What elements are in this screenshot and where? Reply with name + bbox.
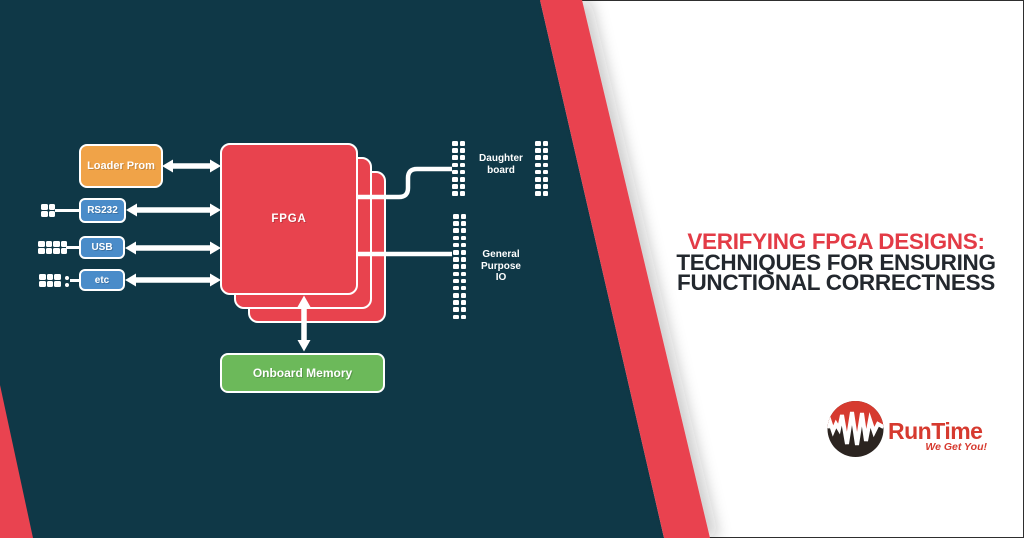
daughter-board-label-line1: Daughter (479, 153, 523, 164)
daughter-board-header-right (535, 141, 548, 196)
etc-connector-dots-icon (65, 276, 69, 287)
headline-line2: TECHNIQUES FOR ENSURING (676, 249, 996, 275)
rs232-box: RS232 (79, 198, 126, 223)
runtime-logo-tagline: We Get You! (925, 441, 987, 453)
gpio-label-line2: Purpose (480, 260, 521, 272)
headline: VERIFYING FPGA DESIGNS: TECHNIQUES FOR E… (660, 229, 1012, 295)
daughter-board-label: Daughter board (470, 153, 532, 176)
loader-prom-box: Loader Prom (79, 144, 163, 188)
fpga-label: FPGA (271, 213, 307, 225)
fpga-block-diagram: Loader Prom RS232 USB etc FPGA Onboard M… (0, 0, 660, 538)
usb-label: USB (91, 242, 113, 253)
arrowhead (210, 273, 221, 287)
fpga-box: FPGA (220, 143, 358, 295)
gpio-label-line1: General (482, 249, 520, 260)
arrowhead (210, 203, 221, 217)
gpio-label-line3: IO (495, 272, 507, 283)
etc-box: etc (79, 269, 125, 291)
headline-line1: VERIFYING FPGA DESIGNS: (687, 229, 985, 254)
arrowhead (126, 203, 137, 217)
arrowhead (162, 159, 173, 173)
corner-red-wedge (0, 385, 33, 538)
onboard-memory-label: Onboard Memory (252, 366, 353, 380)
loader-prom-label: Loader Prom (87, 160, 155, 172)
usb-connector-wire (66, 246, 81, 249)
etc-connector-icon (39, 274, 61, 287)
arrowhead (210, 241, 221, 255)
diagram-wires (0, 0, 660, 538)
runtime-logo: RunTime We Get You! (826, 398, 998, 464)
gpio-header (453, 214, 466, 320)
etc-connector-wire (70, 279, 81, 282)
runtime-logo-icon (827, 401, 884, 457)
usb-connector-icon (38, 241, 67, 254)
daughter-board-header-left (452, 141, 465, 196)
gpio-label: General Purpose IO (468, 249, 534, 284)
diagonal-red-stripe (540, 0, 710, 538)
arrowhead (125, 273, 136, 287)
headline-line3: FUNCTIONAL CORRECTNESS (677, 270, 995, 295)
arrowhead (297, 340, 311, 352)
arrowhead (125, 241, 136, 255)
runtime-logo-name: RunTime (888, 418, 983, 444)
etc-label: etc (94, 274, 110, 286)
arrowhead (210, 159, 221, 173)
onboard-memory-box: Onboard Memory (220, 353, 385, 393)
arrowhead (297, 295, 311, 307)
daughter-board-label-line2: board (487, 164, 515, 176)
rs232-connector-wire (55, 209, 81, 212)
rs232-connector-icon (41, 204, 55, 217)
rs232-label: RS232 (87, 205, 118, 216)
